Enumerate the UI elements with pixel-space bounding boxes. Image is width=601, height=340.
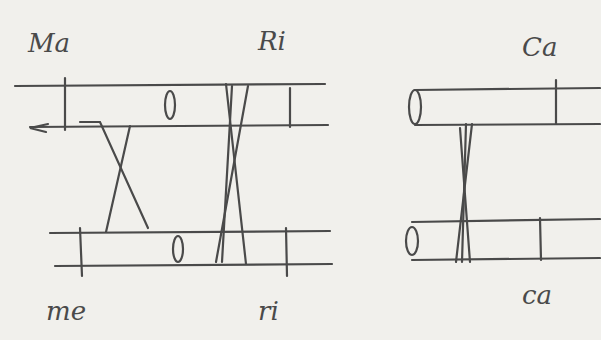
crossover-line — [222, 86, 232, 262]
strand-label: me — [46, 298, 86, 324]
strand-line — [50, 231, 330, 233]
tick-mark — [540, 218, 541, 260]
tick-mark — [80, 228, 82, 276]
crossover-line — [106, 126, 130, 232]
strand-line — [412, 219, 600, 222]
crossover-line — [462, 124, 466, 262]
strand-line — [30, 125, 328, 127]
strand-line — [15, 84, 325, 86]
strand-line — [412, 258, 600, 260]
strand-line — [55, 264, 332, 266]
tick-mark — [555, 80, 557, 124]
centromere — [173, 236, 183, 262]
centromere — [406, 227, 418, 255]
strand-end — [409, 90, 421, 124]
centromere — [165, 91, 175, 119]
crossover-line — [216, 86, 248, 262]
strand-label: Ri — [258, 28, 286, 54]
strand-line — [415, 88, 600, 90]
strand-label: Ca — [522, 34, 557, 60]
crossover-line — [456, 124, 472, 262]
strand-line — [415, 124, 600, 125]
strand-label: ca — [522, 282, 552, 308]
tick-mark — [64, 78, 66, 130]
strand-label: ri — [258, 298, 279, 324]
crossover-line — [80, 122, 148, 228]
tick-mark — [286, 228, 287, 276]
strand-label: Ma — [28, 30, 70, 56]
tick-mark — [289, 88, 291, 127]
strand-end — [30, 124, 48, 132]
